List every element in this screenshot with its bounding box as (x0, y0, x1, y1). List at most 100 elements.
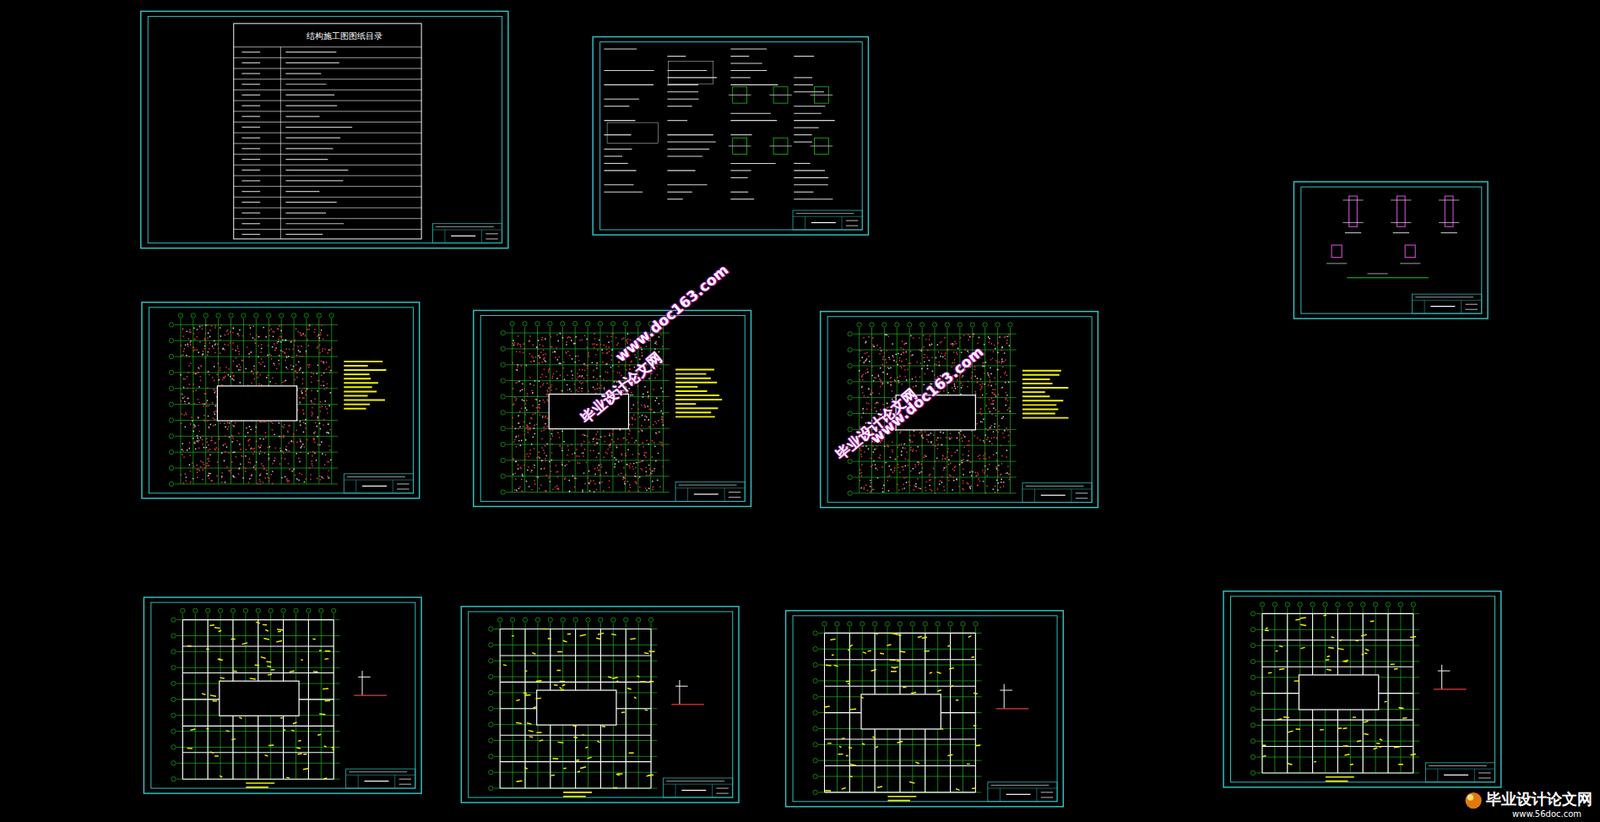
drawing-line (343, 399, 386, 402)
rebar-mark (316, 435, 319, 438)
rebar-mark (313, 432, 315, 434)
rebar-mark (546, 442, 548, 445)
rebar-mark (262, 465, 265, 467)
axis-bubble (623, 321, 628, 326)
rebar-mark (546, 425, 548, 428)
rebar-mark (615, 444, 618, 446)
rebar-mark (310, 401, 313, 404)
rebar-mark (533, 427, 536, 429)
rebar-mark (644, 414, 646, 417)
rebar-mark (547, 390, 549, 393)
rebar-mark (550, 438, 553, 440)
rebar-mark (264, 452, 266, 455)
rebar-mark (544, 489, 547, 492)
rebar-mark (217, 448, 220, 451)
drawing-line (241, 169, 261, 171)
rebar-mark (577, 375, 580, 378)
rebar-mark (257, 355, 260, 358)
rebar-mark (208, 426, 211, 429)
rebar-mark (661, 390, 664, 393)
rebar-mark (646, 391, 649, 394)
rebar-mark (551, 451, 554, 454)
rebar-mark (621, 452, 624, 455)
rebar-mark (638, 444, 640, 446)
rebar-mark (197, 439, 200, 441)
drawing-line (603, 148, 632, 150)
rebar-mark (630, 359, 633, 362)
rebar-mark (528, 485, 531, 488)
rebar-mark (248, 356, 250, 358)
drawing-line (667, 191, 692, 193)
axis-bubble (203, 313, 208, 318)
drawing-line (233, 68, 422, 70)
drawing-line (305, 318, 307, 484)
rebar-mark (533, 433, 536, 435)
rebar-mark (219, 422, 222, 424)
rebar-mark (604, 450, 607, 453)
rebar-mark (588, 482, 591, 485)
rebar-mark (259, 374, 261, 376)
axis-bubble (254, 313, 259, 318)
rebar-mark (217, 362, 220, 364)
drawing-line (285, 137, 341, 139)
rebar-mark (206, 446, 208, 449)
rebar-mark (327, 469, 330, 472)
rebar-mark (319, 406, 321, 408)
rebar-mark (544, 415, 547, 418)
rebar-mark (523, 464, 526, 467)
rebar-mark (226, 330, 228, 332)
rebar-mark (238, 472, 240, 475)
rebar-mark (551, 433, 554, 435)
rebar-mark (647, 390, 650, 393)
rebar-mark (261, 361, 264, 364)
rebar-mark (329, 371, 331, 374)
rebar-mark (189, 330, 191, 333)
rebar-mark (271, 462, 274, 465)
rebar-mark (238, 350, 240, 353)
rebar-mark (273, 330, 276, 333)
rebar-mark (607, 341, 610, 343)
rebar-mark (260, 363, 262, 365)
rebar-mark (244, 448, 247, 451)
rebar-mark (299, 446, 302, 449)
rebar-mark (302, 408, 304, 411)
rebar-mark (606, 452, 608, 455)
rebar-mark (596, 362, 598, 364)
rebar-mark (293, 379, 296, 381)
rebar-mark (516, 368, 519, 371)
rebar-mark (613, 456, 616, 459)
rebar-mark (607, 448, 609, 451)
drawing-line (1424, 299, 1426, 314)
rebar-mark (199, 325, 201, 328)
rebar-mark (584, 334, 586, 337)
rebar-mark (577, 355, 580, 358)
rebar-mark (600, 384, 603, 386)
rebar-mark (316, 390, 319, 392)
rebar-mark (288, 468, 291, 471)
rebar-mark (187, 345, 190, 348)
rebar-mark (616, 344, 619, 347)
rebar-mark (325, 454, 327, 456)
drawing-line (285, 51, 337, 53)
rebar-mark (526, 408, 528, 411)
rebar-mark (327, 423, 330, 425)
rebar-mark (283, 352, 286, 354)
drawing-line (675, 398, 722, 401)
rebar-mark (640, 428, 642, 431)
rebar-mark (274, 446, 277, 449)
rebar-mark (317, 444, 320, 446)
rebar-mark (547, 477, 550, 479)
rebar-mark (615, 336, 618, 339)
frame-line (147, 16, 502, 243)
rebar-mark (211, 345, 214, 348)
axis-bubble (919, 322, 924, 327)
rebar-mark (612, 440, 615, 443)
rebar-mark (554, 356, 557, 358)
rebar-mark (255, 334, 258, 337)
rebar-mark (218, 438, 221, 440)
rebar-mark (562, 336, 565, 339)
rebar-mark (237, 345, 239, 348)
rebar-mark (560, 390, 563, 392)
rebar-mark (587, 355, 590, 358)
rebar-mark (561, 463, 564, 466)
